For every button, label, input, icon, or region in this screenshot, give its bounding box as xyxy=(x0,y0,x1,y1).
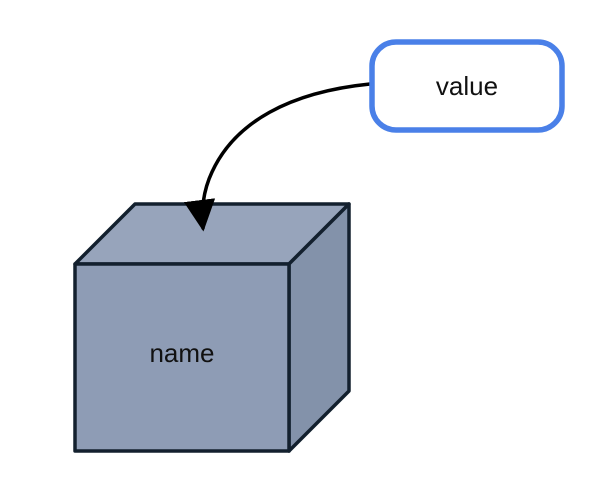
pointer-arrow xyxy=(183,82,372,232)
name-label: name xyxy=(149,338,214,368)
value-box-outline xyxy=(369,39,565,133)
cube-front-face xyxy=(73,262,291,453)
cube: name xyxy=(73,202,351,453)
value-label: value xyxy=(436,71,498,101)
value-box: value xyxy=(369,39,565,133)
